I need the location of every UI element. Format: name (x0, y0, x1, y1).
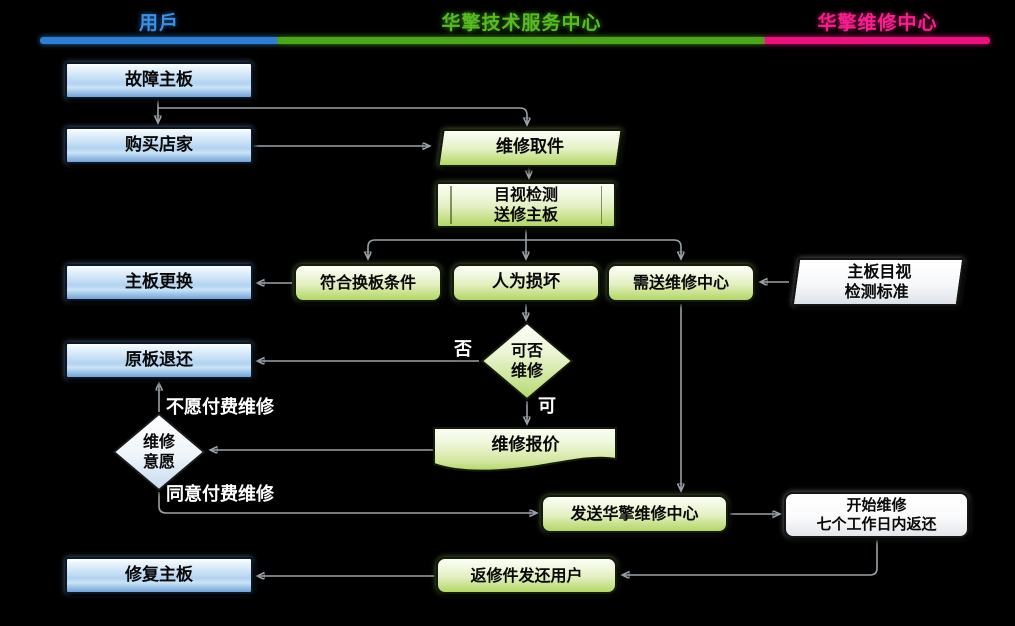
node-need-repair-center-label: 需送维修中心 (632, 273, 729, 292)
node-board-replace: 主板更换 (65, 264, 253, 301)
edge-label-refuse-paid-repair: 不愿付费维修 (166, 397, 274, 418)
edge-agree-to-send-center (158, 492, 536, 513)
node-fixed-board: 修复主板 (65, 557, 253, 594)
node-inspection-standard-line1: 主板目视 (847, 262, 912, 281)
node-inspection-standard: 主板目视 检测标准 (791, 258, 965, 306)
node-visual-inspection: 目视检测 送修主板 (436, 182, 616, 228)
node-human-damage: 人为损坏 (452, 264, 600, 302)
edge-label-agree-paid-repair: 同意付费维修 (166, 484, 274, 505)
node-fault-board-label: 故障主板 (125, 69, 193, 90)
lane-title-service-center: 华擎技术服务中心 (441, 12, 602, 34)
node-visual-inspection-line1: 目视检测 (493, 185, 558, 204)
edge-label-yes: 可 (538, 396, 556, 417)
edge-label-no: 否 (454, 339, 472, 360)
lane-title-repair-center: 华擎维修中心 (817, 12, 938, 34)
node-send-repair-center: 发送华擎维修中心 (541, 495, 728, 533)
node-meet-condition-label: 符合换板条件 (319, 273, 416, 292)
node-purchase-store: 购买店家 (65, 127, 253, 164)
lane-bar-repair-center (765, 37, 990, 44)
node-board-replace-label: 主板更换 (125, 271, 193, 292)
node-start-repair-line2: 七个工作日内返还 (816, 515, 937, 533)
lane-bar-service-center (278, 37, 765, 44)
node-repair-quote-document (433, 427, 617, 472)
node-return-original-label: 原板退还 (125, 349, 193, 370)
node-repair-willingness: 维修 意愿 (111, 412, 207, 492)
node-repair-quote: 维修报价 (432, 426, 619, 466)
node-purchase-store-label: 购买店家 (125, 134, 193, 155)
edge-inspection-to-need-center (526, 239, 681, 258)
node-can-repair: 可否 维修 (479, 321, 575, 401)
node-can-repair-line1: 可否 (510, 341, 543, 360)
node-repair-pickup: 维修取件 (437, 129, 623, 167)
edge-inspection-to-meet-condition (368, 239, 526, 258)
node-send-repair-center-label: 发送华擎维修中心 (570, 504, 699, 523)
node-visual-inspection-line2: 送修主板 (493, 205, 558, 224)
node-repair-quote-label: 维修报价 (491, 435, 560, 456)
node-need-repair-center: 需送维修中心 (607, 264, 755, 302)
node-return-to-user: 返修件发还用户 (436, 557, 617, 594)
node-repair-willingness-diamond (112, 412, 206, 492)
node-meet-condition: 符合换板条件 (294, 264, 442, 302)
node-repair-pickup-label: 维修取件 (496, 137, 564, 158)
edge-fault-to-pickup (158, 107, 527, 124)
node-return-original: 原板退还 (65, 342, 253, 379)
node-human-damage-label: 人为损坏 (492, 272, 560, 293)
node-inspection-standard-line2: 检测标准 (844, 282, 909, 301)
node-return-to-user-label: 返修件发还用户 (470, 565, 583, 585)
node-repair-willingness-line2: 意愿 (142, 452, 175, 471)
lane-bar-user (40, 37, 278, 44)
node-start-repair: 开始维修 七个工作日内返还 (784, 492, 969, 538)
node-repair-willingness-line1: 维修 (142, 432, 175, 451)
node-can-repair-line2: 维修 (510, 361, 543, 380)
edge-start-to-return-user (623, 540, 878, 575)
node-fault-board: 故障主板 (65, 62, 253, 99)
node-can-repair-diamond (480, 321, 574, 401)
node-start-repair-line1: 开始维修 (846, 496, 907, 515)
lane-title-user: 用戶 (138, 12, 179, 34)
node-fixed-board-label: 修复主板 (125, 564, 193, 585)
